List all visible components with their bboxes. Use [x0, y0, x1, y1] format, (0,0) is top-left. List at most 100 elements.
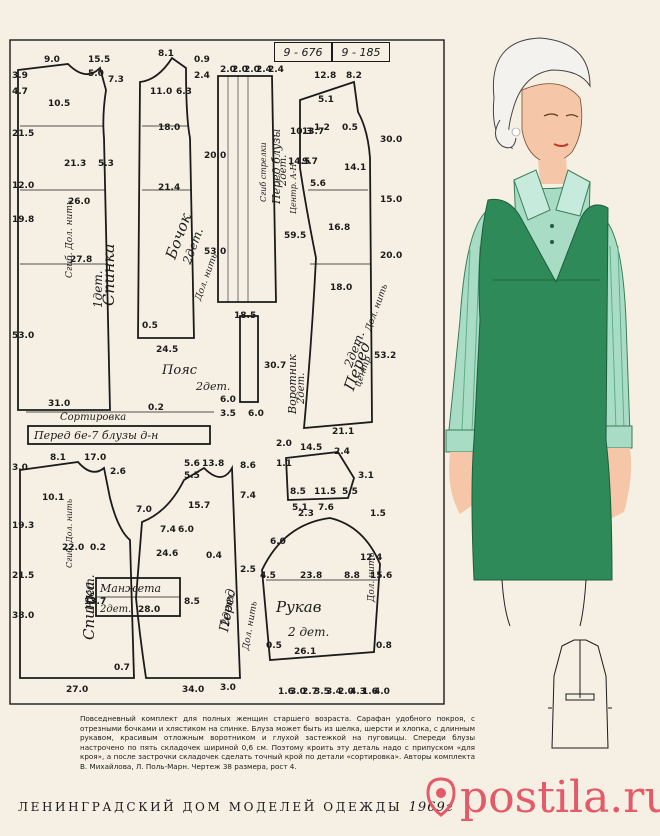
measure-label: 2.0	[276, 439, 292, 449]
piece-count-poyas: 2дет.	[195, 380, 230, 393]
measure-label: 4.5	[260, 571, 276, 581]
measure-label: 2.4	[256, 65, 272, 75]
measure-label: 0.5	[342, 123, 358, 133]
measure-label: 6.0	[270, 537, 286, 547]
measure-label: 28.0	[138, 605, 160, 615]
measure-label: 3.5	[220, 409, 236, 419]
measure-label: 2.0	[220, 65, 236, 75]
measure-label: 30.0	[380, 135, 402, 145]
measure-label: 18.0	[330, 283, 352, 293]
measure-label: 30.7	[264, 361, 286, 371]
measure-label: 3.0	[290, 687, 306, 697]
fold-label-spinka-blouse: Сгиб. Дол. нить	[65, 499, 74, 568]
measure-label: 0.9	[194, 55, 210, 65]
measure-label: 26.0	[68, 197, 90, 207]
measure-label: 3.4	[326, 687, 342, 697]
pattern-drawing: 3.9 9.0 15.5 5.0 7.3 4.7 10.5 21.5 21.3 …	[9, 39, 445, 705]
measure-label: 6.0	[220, 395, 236, 405]
grain-label-bochok: Дол. нить	[193, 252, 220, 303]
measure-label: 14.1	[344, 163, 366, 173]
measure-label: 5.0	[88, 69, 104, 79]
measure-label: 18.5	[234, 311, 256, 321]
measure-label: 53.0	[204, 247, 226, 257]
piece-label-spinka: Спинка	[99, 244, 118, 306]
measure-label: 2.6	[110, 467, 126, 477]
measure-label: 2.0	[244, 65, 260, 75]
measure-label: 11.5	[314, 487, 336, 497]
measure-label: 1.6	[278, 687, 294, 697]
measure-label: 3.0	[220, 683, 236, 693]
measure-label: 0.5	[142, 321, 158, 331]
measure-label: 12.0	[12, 181, 34, 191]
measure-label: 21.5	[12, 129, 34, 139]
measure-label: 22.0	[62, 543, 84, 553]
fold-label-pered-bluzy: Сгиб стрелки	[259, 142, 268, 202]
measure-label: 19.8	[12, 215, 34, 225]
measure-label: 8.1	[158, 49, 174, 59]
measure-label: 8.5	[184, 597, 200, 607]
grain-label-rukav: Дол. нить	[367, 553, 377, 603]
measure-label: 2.5	[240, 565, 256, 575]
measure-label: 2.4	[334, 447, 350, 457]
measure-label: 7.0	[136, 505, 152, 515]
measure-label: 2.0	[338, 687, 354, 697]
measure-label: 2.3	[298, 509, 314, 519]
measure-label: 4.3	[350, 687, 366, 697]
sarafan-dress	[471, 198, 613, 581]
measure-label: 3.1	[358, 471, 374, 481]
measure-label: 16.8	[328, 223, 350, 233]
piece-count-vorotnik: 2дет.	[296, 373, 307, 405]
code-badge-left: 9 - 676	[274, 42, 332, 62]
piece-label-spinka-blouse: Спинка	[80, 581, 98, 640]
measure-label: 1.2	[314, 123, 330, 133]
measure-label: 4.0	[374, 687, 390, 697]
measure-label: 13.7	[302, 127, 324, 137]
sortirovka-label: Сортировка	[60, 412, 126, 423]
measure-label: 0.5	[266, 641, 282, 651]
measure-label: 24.5	[156, 345, 178, 355]
measure-label: 0.4	[206, 551, 222, 561]
measure-label: 21.4	[158, 183, 180, 193]
measure-label: 1.5	[370, 509, 386, 519]
watermark-text: postila.ru	[460, 771, 660, 823]
measure-label: 7.4	[160, 525, 176, 535]
grain-label-pered-blouse: Дол. нить	[241, 600, 260, 651]
measure-label: 27.0	[66, 685, 88, 695]
piece-label-poyas: Пояс	[161, 363, 198, 378]
piece-label-vorotnik: Воротник	[286, 354, 299, 415]
measure-label: 5.3	[98, 159, 114, 169]
measure-label: 1.6	[362, 687, 378, 697]
centre-label-pered-bluzy: Центр. А-Н	[289, 162, 298, 214]
measure-label: 0.2	[148, 403, 164, 413]
measure-label: 21.5	[12, 571, 34, 581]
measure-label: 21.1	[332, 427, 354, 437]
measure-label: 0.7	[114, 663, 130, 673]
measure-label: 15.6	[370, 571, 392, 581]
lips	[553, 143, 569, 147]
measure-label: 7.4	[240, 491, 256, 501]
footer-credit: ЛЕНИНГРАДСКИЙ ДОМ МОДЕЛЕЙ ОДЕЖДЫ 1969г	[18, 800, 452, 815]
piece-bochok	[137, 56, 195, 339]
measure-label: 27.8	[70, 255, 92, 265]
measure-label: 17.0	[84, 453, 106, 463]
collar	[513, 169, 591, 221]
measure-label: 3.0	[12, 463, 28, 473]
measure-label: 5.6	[184, 459, 200, 469]
watermark[interactable]: postila.ru	[424, 771, 660, 823]
measure-label: 38.0	[12, 611, 34, 621]
fashion-illustration	[445, 37, 633, 627]
measure-label: 59.5	[284, 231, 306, 241]
measure-label: 2.4	[194, 71, 210, 81]
measure-label: 1.1	[276, 459, 292, 469]
measure-label: 14.5	[300, 443, 322, 453]
measure-label: 34.0	[182, 685, 204, 695]
measure-label: 12.4	[360, 553, 382, 563]
measure-label: 18.0	[158, 123, 180, 133]
description-caption: Повседневный комплект для полных женщин …	[80, 714, 475, 771]
piece-spinka-top	[17, 63, 111, 411]
hair	[492, 37, 591, 150]
measure-label: 11.0	[150, 87, 172, 97]
piece-label-rukav: Рукав	[275, 598, 322, 616]
measure-label: 5.1	[318, 95, 334, 105]
measure-label: 15.5	[88, 55, 110, 65]
